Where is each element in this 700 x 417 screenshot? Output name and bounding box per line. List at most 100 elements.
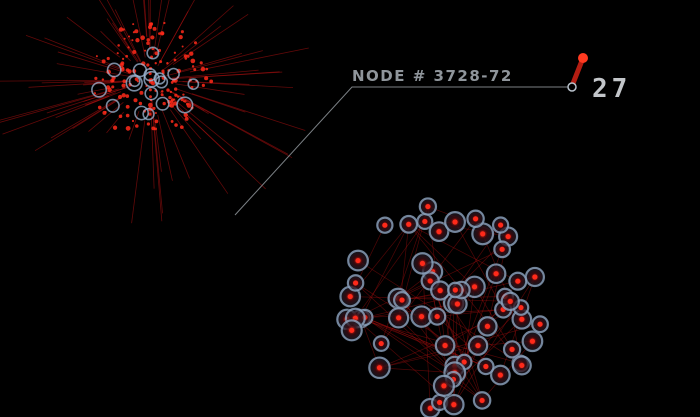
sphere-node-core bbox=[396, 315, 402, 321]
selected-node-marker[interactable] bbox=[567, 82, 577, 92]
burst-node bbox=[181, 45, 184, 48]
sphere-node-ring bbox=[368, 356, 391, 380]
sphere-node-core bbox=[475, 342, 481, 349]
burst-edge bbox=[153, 0, 162, 55]
sphere-node-ring bbox=[531, 315, 549, 334]
sphere-edge bbox=[454, 221, 504, 310]
burst-node bbox=[106, 85, 111, 90]
burst-edge bbox=[189, 47, 309, 73]
burst-ring bbox=[125, 74, 143, 92]
burst-edge bbox=[72, 100, 118, 129]
burst-edge bbox=[154, 118, 162, 172]
burst-node bbox=[182, 100, 186, 103]
burst-node bbox=[209, 79, 214, 84]
sphere-node-ring bbox=[399, 214, 419, 234]
burst-node bbox=[154, 111, 157, 115]
burst-node bbox=[144, 49, 147, 52]
burst-node bbox=[184, 116, 189, 121]
sphere-node-core bbox=[532, 274, 538, 280]
sphere-node-ring bbox=[521, 330, 544, 353]
burst-node bbox=[148, 88, 152, 92]
burst-edge bbox=[28, 80, 132, 88]
burst-edge bbox=[0, 88, 119, 123]
burst-edge bbox=[25, 35, 125, 72]
burst-node bbox=[112, 125, 118, 130]
burst-edge bbox=[161, 109, 190, 179]
burst-node bbox=[148, 22, 153, 27]
sphere-node-ring bbox=[511, 355, 532, 376]
burst-node bbox=[159, 60, 163, 64]
sphere-node-core bbox=[509, 346, 515, 352]
sphere-node-core bbox=[529, 338, 536, 344]
burst-node bbox=[106, 56, 110, 61]
sphere-node-ring bbox=[472, 391, 492, 410]
sphere-edge bbox=[379, 323, 541, 369]
burst-node bbox=[135, 124, 139, 128]
burst-node bbox=[186, 103, 192, 108]
burst-node bbox=[205, 67, 209, 71]
burst-ring bbox=[187, 78, 200, 91]
sphere-node-core bbox=[352, 280, 359, 286]
burst-node bbox=[154, 51, 159, 56]
sphere-node-core bbox=[452, 219, 458, 225]
sphere-edge bbox=[355, 221, 426, 319]
burst-node bbox=[146, 122, 151, 126]
burst-edge bbox=[66, 16, 121, 58]
burst-node bbox=[116, 52, 119, 55]
burst-node bbox=[121, 57, 125, 60]
burst-ring bbox=[146, 46, 160, 60]
node-callout bbox=[234, 53, 588, 216]
sphere-node-ring bbox=[418, 197, 438, 216]
burst-node bbox=[127, 35, 131, 38]
sphere-node-core bbox=[452, 287, 458, 293]
sphere-node-ring bbox=[466, 209, 485, 229]
sphere-node-core bbox=[497, 372, 503, 378]
sphere-node-ring bbox=[490, 364, 511, 386]
burst-node bbox=[160, 90, 164, 93]
sphere-node-core bbox=[419, 260, 426, 267]
sphere-node-core bbox=[515, 278, 521, 284]
contained-cluster bbox=[334, 196, 550, 417]
leader-line bbox=[234, 86, 568, 216]
burst-node bbox=[125, 125, 131, 131]
burst-node bbox=[136, 80, 140, 83]
burst-node bbox=[102, 110, 107, 115]
sphere-edge bbox=[437, 309, 504, 317]
burst-node bbox=[133, 98, 138, 103]
burst-node bbox=[193, 41, 198, 45]
burst-node bbox=[200, 66, 206, 72]
burst-edge bbox=[157, 114, 173, 181]
burst-edge bbox=[150, 110, 155, 189]
sphere-node-core bbox=[493, 271, 499, 277]
burst-node bbox=[190, 58, 196, 64]
sphere-node-core bbox=[472, 216, 479, 222]
burst-node bbox=[178, 35, 183, 40]
sphere-node-core bbox=[399, 297, 405, 303]
burst-edge bbox=[50, 97, 120, 139]
burst-ring bbox=[105, 98, 120, 113]
burst-node bbox=[172, 101, 178, 106]
burst-edge bbox=[84, 80, 127, 83]
sphere-edge bbox=[360, 303, 458, 319]
sphere-node-ring bbox=[508, 271, 528, 291]
burst-ring bbox=[128, 75, 141, 88]
burst-ring bbox=[91, 81, 108, 98]
burst-edge bbox=[143, 0, 147, 37]
burst-node bbox=[183, 54, 188, 58]
burst-node bbox=[146, 41, 150, 46]
sphere-node-ring bbox=[485, 263, 507, 285]
burst-edge bbox=[162, 25, 222, 71]
burst-node bbox=[138, 101, 143, 106]
burst-node bbox=[127, 46, 130, 49]
sphere-node-core bbox=[376, 365, 383, 371]
sphere-node-ring bbox=[432, 374, 455, 397]
burst-edge bbox=[2, 92, 116, 135]
burst-edge bbox=[176, 53, 243, 73]
sphere-node-core bbox=[483, 363, 489, 370]
exploding-cluster bbox=[0, 0, 309, 224]
burst-node bbox=[158, 32, 161, 35]
node-count-readout: 27 bbox=[592, 74, 632, 104]
sphere-node-core bbox=[479, 397, 485, 404]
sphere-node-ring bbox=[502, 340, 522, 359]
burst-node bbox=[117, 94, 123, 100]
